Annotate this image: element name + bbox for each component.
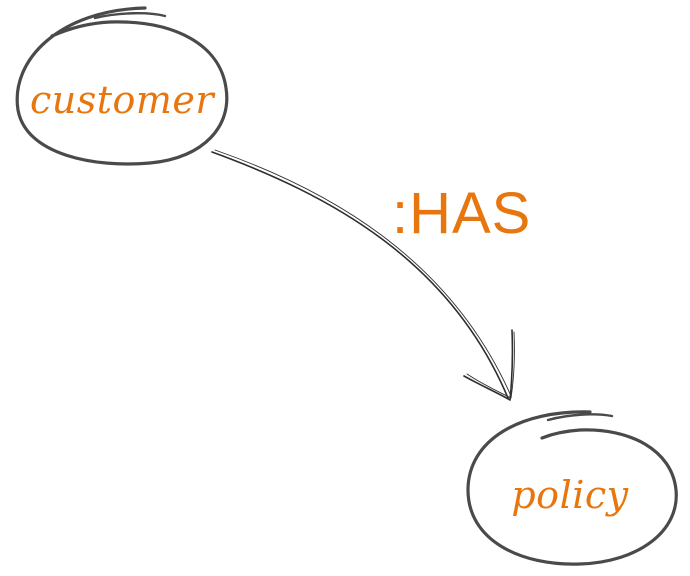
node-policy: policy	[466, 410, 678, 566]
node-customer-ring	[15, 6, 229, 166]
arrowhead-icon-echo	[466, 331, 515, 399]
edge-has-label: :HAS	[392, 181, 531, 246]
edge-has: :HAS	[211, 149, 531, 401]
node-customer-label: customer	[30, 78, 216, 122]
node-customer-ring-echo	[93, 12, 167, 20]
node-customer: customer	[15, 6, 229, 166]
edge-has-line	[211, 151, 509, 399]
edge-has-line-echo	[214, 149, 512, 397]
node-policy-ring	[466, 410, 678, 566]
node-policy-label: policy	[511, 473, 628, 517]
arrowhead-icon	[463, 329, 514, 401]
node-policy-ring-echo	[546, 413, 614, 422]
